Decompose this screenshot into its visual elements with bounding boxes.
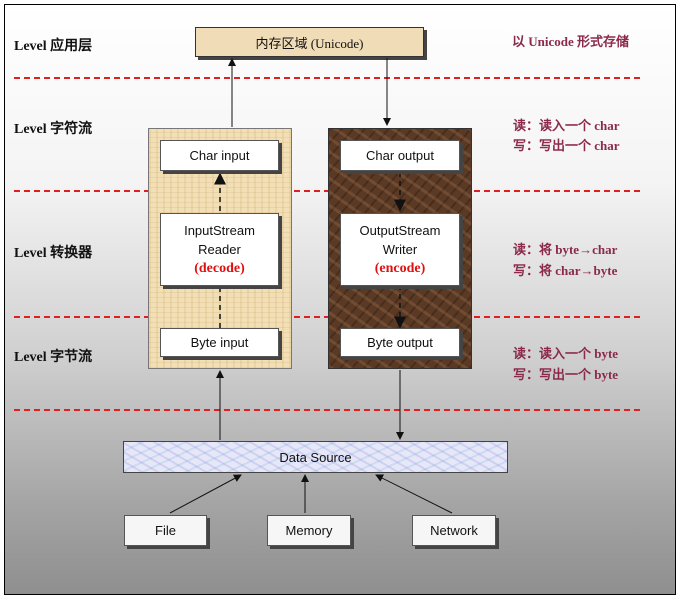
level-char-stream-label: Level 字符流 bbox=[14, 122, 93, 137]
writer-line2: Writer bbox=[382, 242, 418, 257]
reader-line2: Reader bbox=[198, 242, 241, 257]
source-network-box: Network bbox=[412, 515, 496, 546]
level-converter-label: Level 转换器 bbox=[14, 246, 93, 261]
level-byte-stream-label: Level 字节流 bbox=[14, 350, 93, 365]
encode-label: (encode) bbox=[374, 261, 426, 276]
note-app: 以 Unicode 形式存储 bbox=[512, 34, 630, 49]
byte-output-label: Byte output bbox=[367, 335, 433, 350]
level-app-label: Level 应用层 bbox=[14, 39, 93, 54]
outputstream-writer-box: OutputStream Writer (encode) bbox=[340, 213, 460, 286]
note-byte-write: 写：写出一个 byte bbox=[513, 367, 619, 382]
note-byte-read: 读：读入一个 byte bbox=[513, 346, 619, 361]
char-output-label: Char output bbox=[366, 148, 434, 163]
source-memory-label: Memory bbox=[285, 523, 333, 538]
source-file-label: File bbox=[155, 523, 176, 538]
byte-input-label: Byte input bbox=[190, 335, 249, 350]
reader-line1: InputStream bbox=[184, 223, 255, 238]
note-char-read: 读：读入一个 char bbox=[513, 118, 620, 133]
byte-input-box: Byte input bbox=[160, 328, 279, 357]
source-file-box: File bbox=[124, 515, 207, 546]
char-output-box: Char output bbox=[340, 140, 460, 171]
source-network-label: Network bbox=[430, 523, 478, 538]
divider-line bbox=[14, 77, 640, 79]
divider-line bbox=[14, 409, 640, 411]
divider-line bbox=[14, 316, 640, 318]
note-conv-write: 写：将 char→byte bbox=[513, 263, 618, 278]
byte-output-box: Byte output bbox=[340, 328, 460, 357]
note-char-write: 写：写出一个 char bbox=[513, 138, 620, 153]
data-source-label: Data Source bbox=[279, 449, 352, 465]
source-memory-box: Memory bbox=[267, 515, 351, 546]
char-input-label: Char input bbox=[189, 148, 250, 163]
char-input-box: Char input bbox=[160, 140, 279, 171]
writer-line1: OutputStream bbox=[359, 223, 441, 238]
inputstream-reader-box: InputStream Reader (decode) bbox=[160, 213, 279, 286]
decode-label: (decode) bbox=[194, 261, 245, 276]
memory-region-box: 内存区域 (Unicode) bbox=[195, 27, 424, 57]
data-source-box: Data Source bbox=[123, 441, 508, 473]
note-conv-read: 读：将 byte→char bbox=[513, 242, 618, 257]
divider-line bbox=[14, 190, 640, 192]
